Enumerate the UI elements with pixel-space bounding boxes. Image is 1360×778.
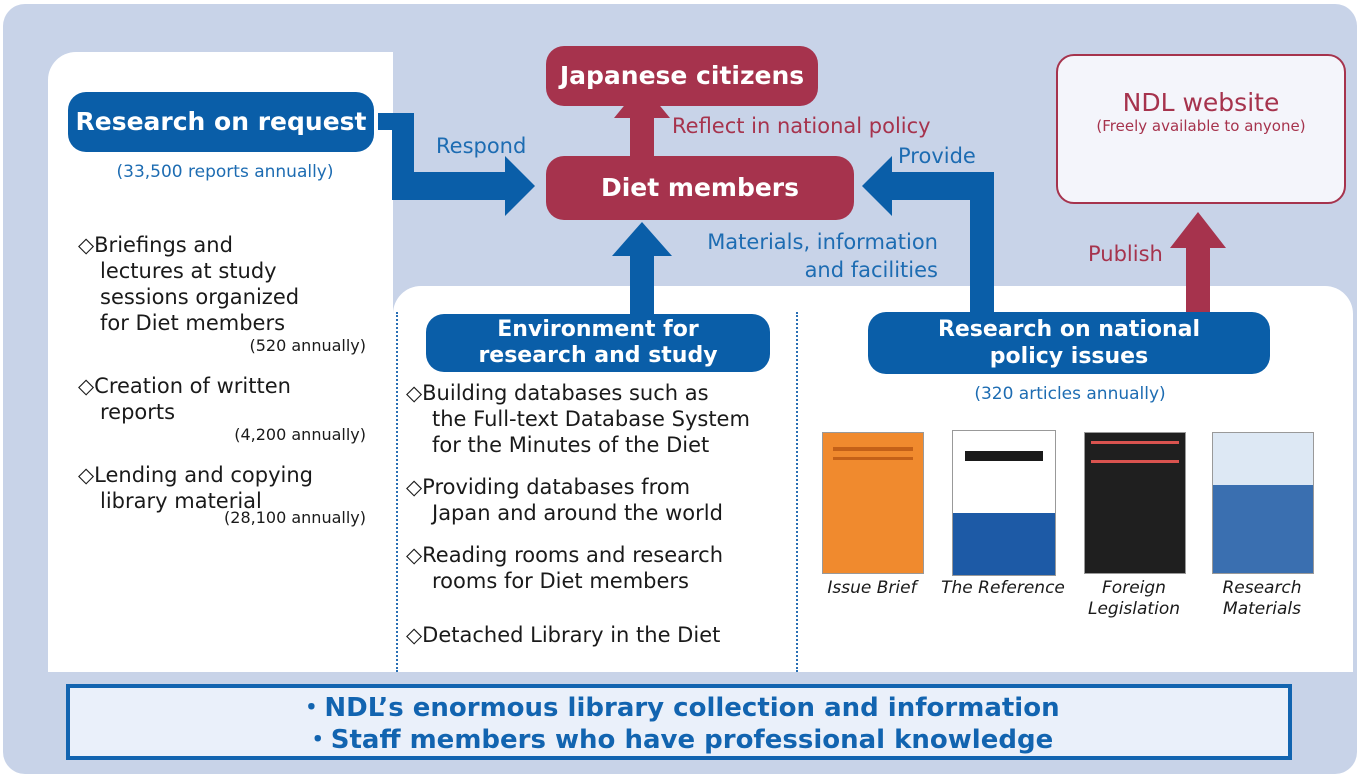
left-item-list: ◇Briefings and lectures at study session… — [78, 232, 366, 527]
mid-item-line: rooms for Diet members — [432, 569, 689, 593]
left-item-line: for Diet members — [100, 311, 286, 335]
arrow-publish — [1170, 212, 1226, 314]
label-provide: Provide — [898, 144, 976, 168]
label-reflect: Reflect in national policy — [672, 114, 931, 138]
arrow-environment-up — [612, 222, 672, 316]
publication-cover-research-materials — [1212, 432, 1314, 574]
mid-item: ◇Reading rooms and research rooms for Di… — [406, 542, 796, 594]
left-item: ◇Briefings and lectures at study session… — [78, 232, 366, 355]
publication-caption: Research Materials — [1222, 578, 1302, 619]
left-item-line: sessions organized — [100, 285, 300, 309]
left-item-line: ◇Creation of written — [78, 374, 291, 398]
research-on-request-box: Research on request — [68, 92, 374, 152]
ndl-website-subtitle: (Freely available to anyone) — [1096, 117, 1306, 135]
publication-cover-issue-brief — [822, 432, 924, 574]
footer-box: ・NDL’s enormous library collection and i… — [66, 684, 1292, 760]
national-policy-line-2: policy issues — [989, 344, 1149, 369]
national-policy-count: (320 articles annually) — [974, 384, 1166, 404]
ndl-website-title: NDL website — [1122, 88, 1280, 117]
arrow-provide — [862, 156, 994, 318]
environment-line-2: research and study — [478, 343, 718, 368]
label-materials-line-1: Materials, information — [707, 230, 938, 254]
environment-line-1: Environment for — [497, 317, 699, 342]
publication-cover-the-reference — [952, 430, 1056, 576]
mid-item: ◇Providing databases from Japan and arou… — [406, 474, 796, 526]
mid-item-line: ◇Building databases such as — [406, 381, 709, 405]
mid-item-line: ◇Detached Library in the Diet — [406, 623, 721, 647]
publication-caption: Issue Brief — [827, 578, 917, 598]
left-item-count: (4,200 annually) — [234, 425, 366, 444]
publication-cover-foreign-legislation — [1084, 432, 1186, 574]
mid-item: ◇Detached Library in the Diet — [406, 622, 796, 648]
left-item-count: (520 annually) — [249, 336, 367, 355]
divider-right — [796, 312, 798, 672]
left-item-count: (28,100 annually) — [224, 508, 366, 527]
mid-item-line: for the Minutes of the Diet — [432, 433, 710, 457]
label-publish: Publish — [1088, 242, 1163, 266]
mid-item-line: ◇Reading rooms and research — [406, 543, 724, 567]
japanese-citizens-box: Japanese citizens — [546, 46, 818, 106]
diet-members-box: Diet members — [546, 156, 854, 220]
divider-left — [396, 312, 398, 672]
label-materials-line-2: and facilities — [804, 258, 938, 282]
label-respond: Respond — [436, 134, 527, 158]
left-item: ◇Creation of written reports (4,200 annu… — [78, 373, 366, 444]
research-on-request-count: (33,500 reports annually) — [116, 162, 334, 182]
left-item-line: library material — [100, 489, 262, 513]
left-item-line: reports — [100, 400, 176, 424]
mid-item: ◇Building databases such as the Full-tex… — [406, 380, 796, 458]
environment-box: Environment for research and study — [426, 314, 770, 372]
footer-line-2: ・Staff members who have professional kno… — [304, 725, 1054, 755]
left-item-line: ◇Lending and copying — [78, 463, 313, 487]
mid-item-line: the Full-text Database System — [432, 407, 750, 431]
mid-item-line: ◇Providing databases from — [406, 475, 691, 499]
left-item-line: lectures at study — [100, 259, 277, 283]
mid-item-line: Japan and around the world — [432, 501, 723, 525]
arrow-respond — [378, 113, 535, 216]
left-panel — [48, 52, 393, 672]
mid-item-list: ◇Building databases such as the Full-tex… — [406, 380, 796, 648]
footer-line-1: ・NDL’s enormous library collection and i… — [298, 693, 1060, 723]
label-materials: Materials, information and facilities — [668, 228, 938, 284]
left-item-line: ◇Briefings and — [78, 233, 233, 257]
ndl-website-box: NDL website (Freely available to anyone) — [1056, 54, 1346, 204]
national-policy-box: Research on national policy issues — [868, 312, 1270, 374]
national-policy-line-1: Research on national — [937, 317, 1201, 342]
left-item: ◇Lending and copying library material (2… — [78, 462, 366, 527]
publication-caption: The Reference — [941, 578, 1065, 598]
publication-caption: Foreign Legislation — [1087, 578, 1180, 619]
